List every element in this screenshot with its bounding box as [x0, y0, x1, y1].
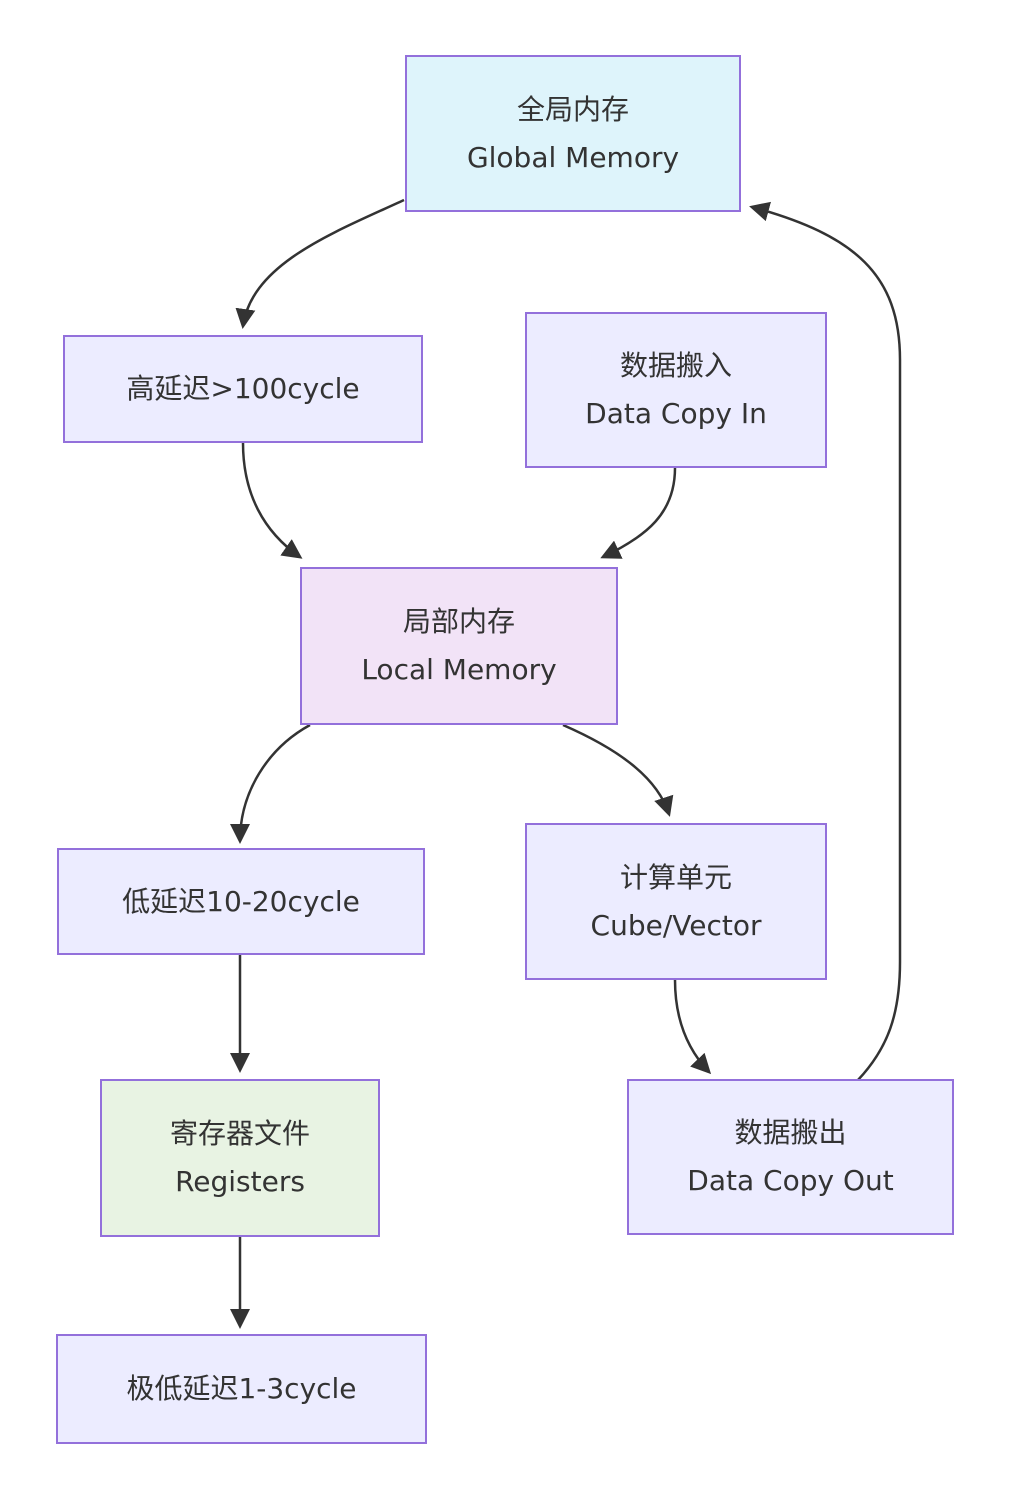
edge-data-copy-in-to-local-memory — [600, 467, 677, 559]
node-local-memory-label-zh: 局部内存 — [402, 605, 515, 638]
node-data-copy-in: 数据搬入 Data Copy In — [525, 312, 827, 468]
edge-local-memory-to-low-latency — [230, 723, 311, 844]
node-data-copy-out-label-zh: 数据搬出 — [734, 1116, 847, 1149]
node-global-memory: 全局内存 Global Memory — [405, 55, 741, 212]
node-registers: 寄存器文件 Registers — [100, 1079, 380, 1237]
node-compute-unit: 计算单元 Cube/Vector — [525, 823, 827, 980]
node-local-memory-label-en: Local Memory — [361, 653, 557, 686]
node-local-memory: 局部内存 Local Memory — [300, 567, 618, 725]
edge-high-latency-to-local-memory — [241, 442, 303, 559]
edge-compute-unit-to-data-copy-out — [673, 979, 712, 1075]
node-global-memory-label-en: Global Memory — [466, 140, 680, 174]
node-data-copy-in-label-en: Data Copy In — [585, 397, 767, 430]
node-registers-label-en: Registers — [175, 1165, 305, 1198]
node-global-memory-label-zh: 全局内存 — [516, 92, 629, 126]
edge-local-memory-to-compute-unit — [562, 723, 674, 817]
node-ultra-low-latency: 极低延迟1-3cycle — [56, 1334, 427, 1444]
node-low-latency-label: 低延迟10-20cycle — [122, 884, 360, 918]
node-compute-unit-label-en: Cube/Vector — [590, 908, 762, 942]
node-compute-unit-label-zh: 计算单元 — [619, 860, 732, 894]
node-low-latency: 低延迟10-20cycle — [57, 848, 425, 955]
node-high-latency-label: 高延迟>100cycle — [126, 372, 360, 405]
edge-global-memory-to-high-latency — [235, 198, 405, 329]
node-ultra-low-latency-label: 极低延迟1-3cycle — [126, 1372, 357, 1405]
node-data-copy-out: 数据搬出 Data Copy Out — [627, 1079, 954, 1235]
node-data-copy-out-label-en: Data Copy Out — [687, 1164, 894, 1197]
edge-data-copy-out-to-global-memory — [749, 201, 902, 1081]
node-data-copy-in-label-zh: 数据搬入 — [619, 349, 732, 382]
node-registers-label-zh: 寄存器文件 — [169, 1117, 310, 1150]
node-high-latency: 高延迟>100cycle — [63, 335, 423, 443]
